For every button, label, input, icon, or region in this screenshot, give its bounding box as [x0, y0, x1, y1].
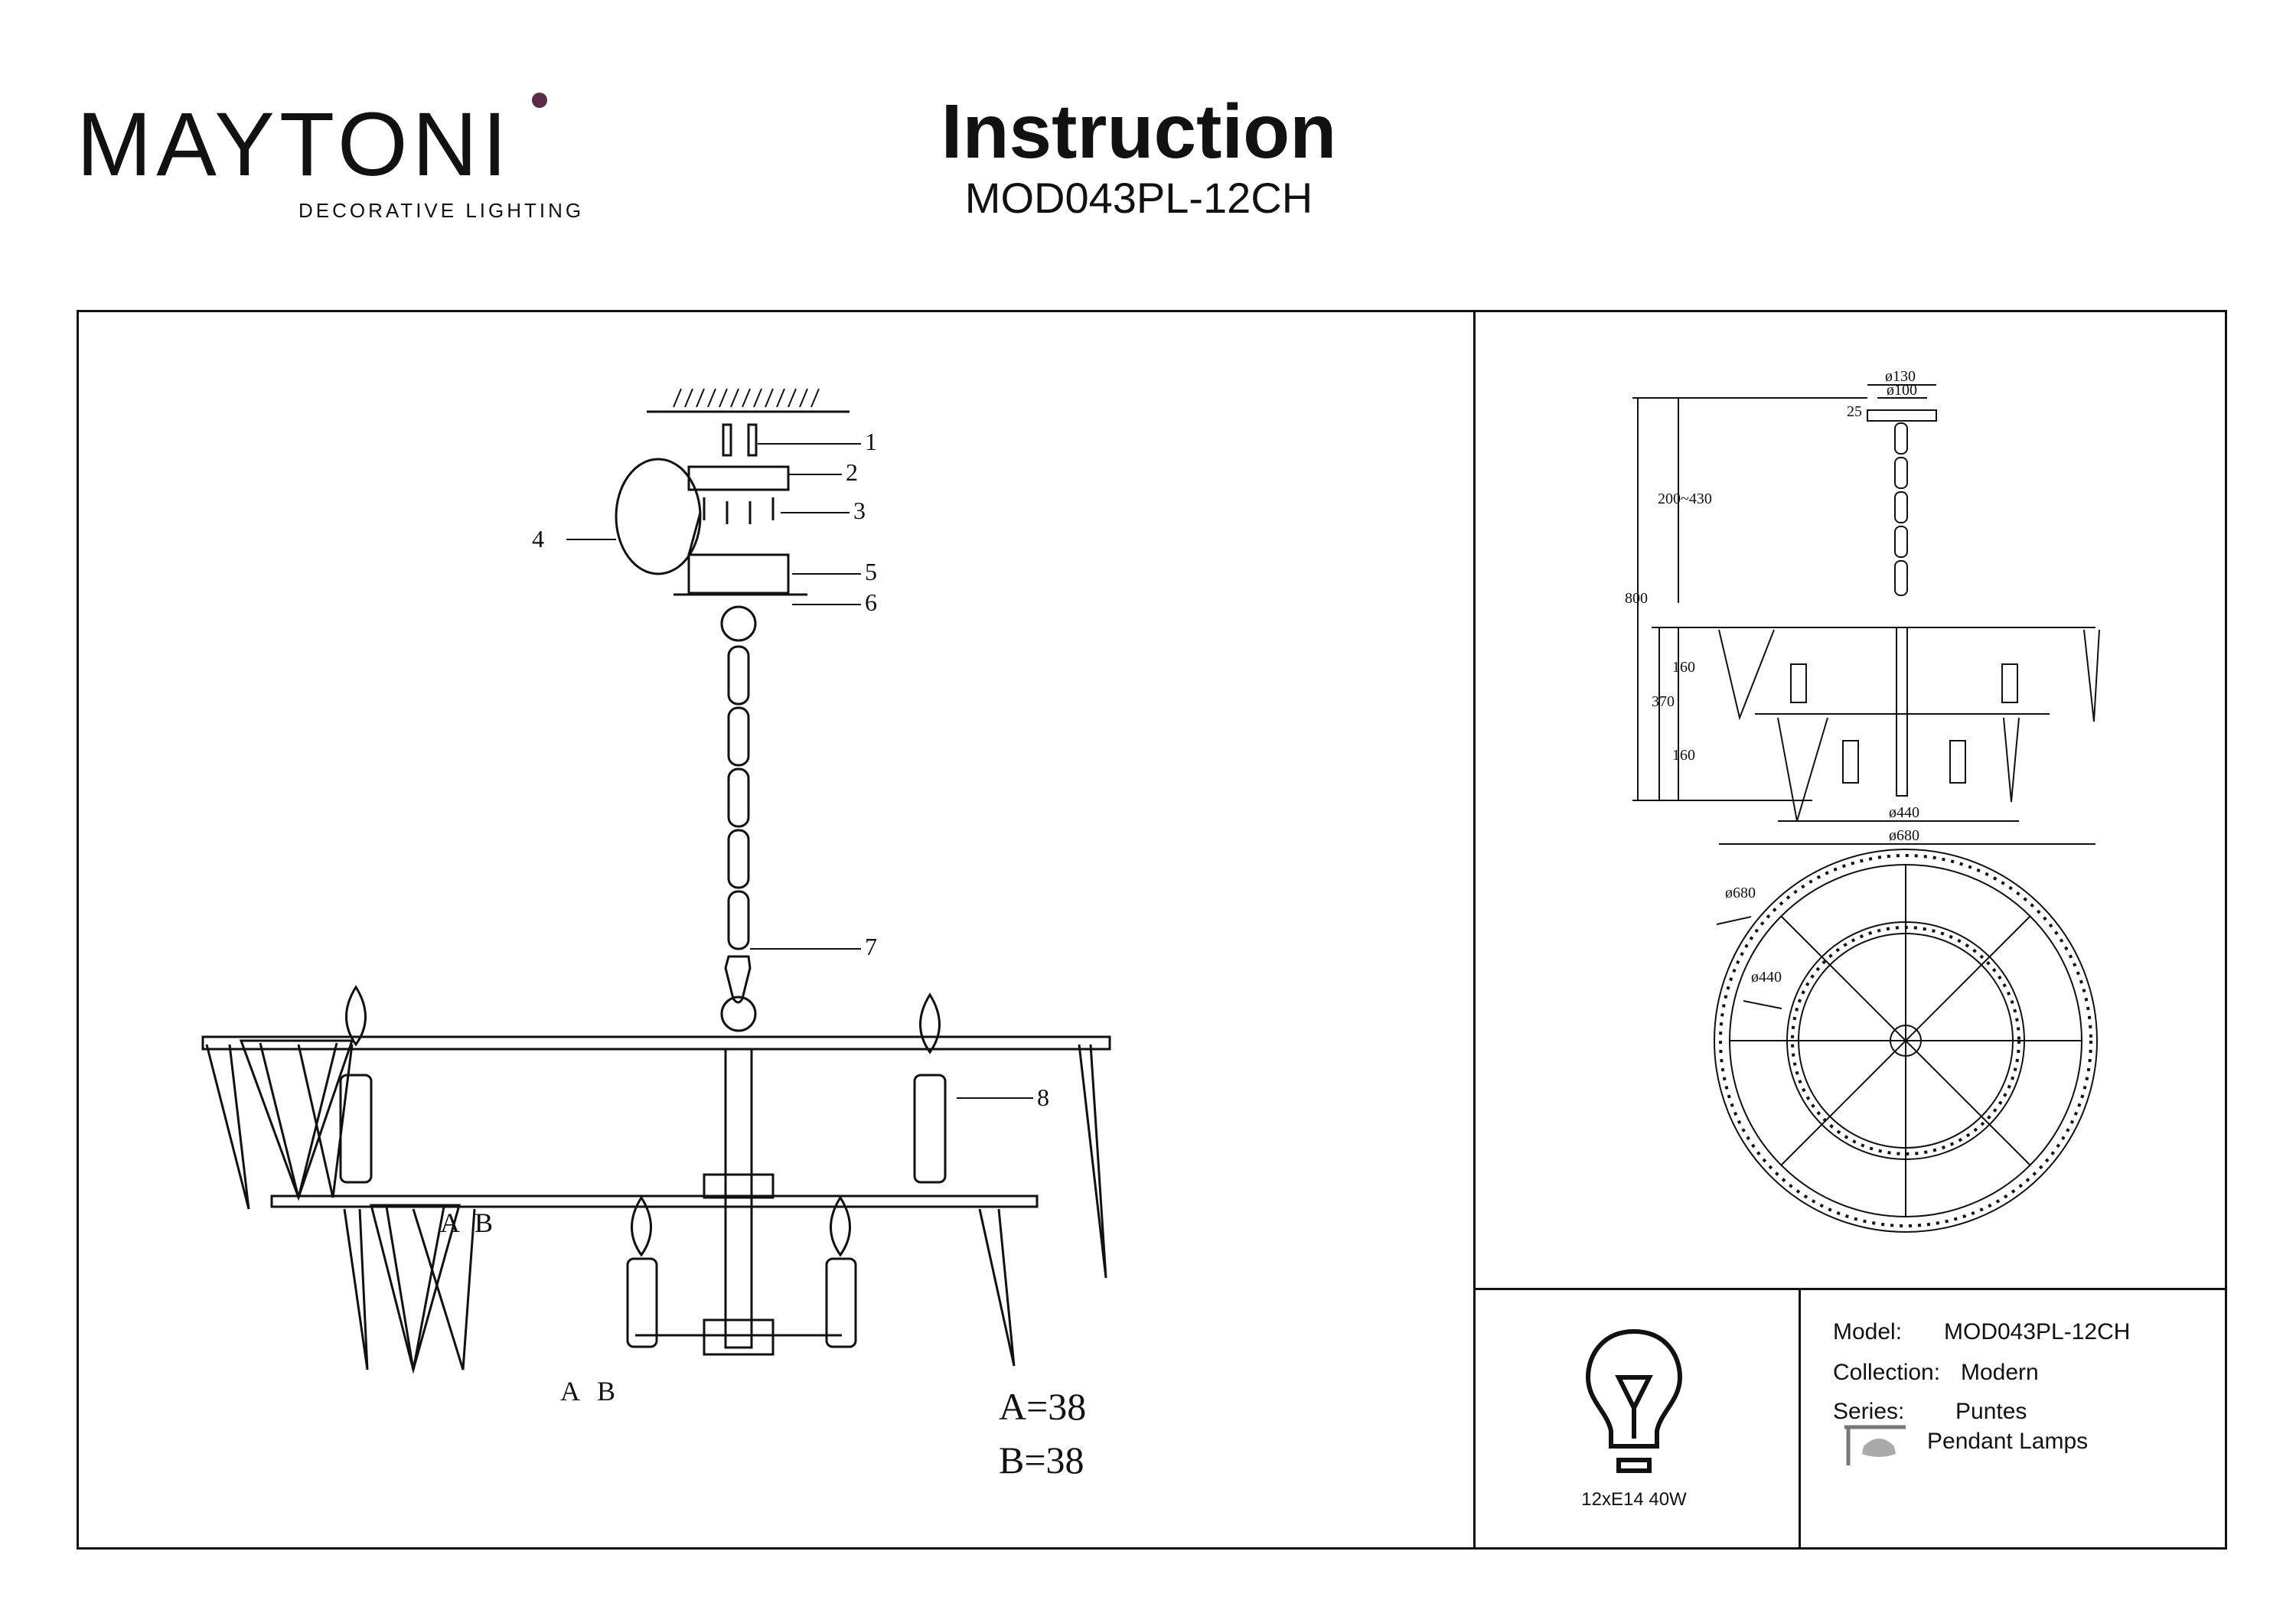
collection-label: Collection: [1833, 1360, 1941, 1385]
callout-1: 1 [865, 428, 877, 455]
callout-6: 6 [865, 588, 877, 616]
divider-vertical [1473, 310, 1476, 1550]
series-label: Series: [1833, 1399, 1905, 1424]
dim-total-height: 800 [1625, 590, 1648, 607]
pendant-lamp-shade [1862, 1439, 1896, 1457]
callout-4: 4 [532, 525, 544, 552]
dim-body-height: 370 [1652, 693, 1675, 710]
type-value: Pendant Lamps [1927, 1429, 2089, 1454]
top-view-outer-diameter: ø680 [1725, 885, 1756, 901]
pendant-lamp-icon [1844, 1425, 1906, 1465]
bulb-spec: 12xE14 40W [1581, 1489, 1687, 1510]
model-label: Model: [1833, 1319, 1903, 1344]
dim-lower-tier: 160 [1672, 747, 1695, 764]
collection-value: Modern [1961, 1360, 2039, 1385]
callout-7: 7 [865, 933, 877, 960]
divider-horizontal [1473, 1288, 2227, 1290]
dim-outer-diameter: ø680 [1889, 827, 1919, 844]
dimension-note-b: B=38 [999, 1439, 1084, 1481]
brand-tagline: DECORATIVE LIGHTING [298, 199, 585, 222]
dim-canopy-inner: ø100 [1887, 382, 1917, 399]
top-view-inner-diameter: ø440 [1751, 969, 1782, 986]
dim-inner-diameter: ø440 [1889, 804, 1919, 821]
brand-name: MAYTONI [77, 94, 512, 195]
callout-8: 8 [1037, 1084, 1049, 1111]
page-title: Instruction [941, 89, 1337, 174]
crystal-label-b-upper: B [475, 1207, 493, 1238]
logo-dot [532, 93, 547, 108]
dimension-note-a: A=38 [999, 1385, 1086, 1428]
crystal-label-a-lower: A [560, 1376, 580, 1406]
content-frame [77, 310, 2227, 1550]
dim-canopy-outer: ø130 [1885, 368, 1916, 385]
assembly-drawing: 1 2 3 4 5 6 7 8 A B A B A=38 B=38 [201, 388, 1111, 1481]
dim-canopy-height: 25 [1847, 403, 1862, 420]
divider-vertical-specs [1799, 1288, 1801, 1550]
callout-2: 2 [846, 458, 858, 486]
dim-chain-range: 200~430 [1658, 490, 1712, 507]
callout-5: 5 [865, 558, 877, 585]
crystal-label-b-lower: B [597, 1376, 615, 1406]
series-value: Puntes [1955, 1399, 2027, 1424]
crystal-label-a-upper: A [440, 1207, 460, 1238]
light-bulb-icon [1585, 1328, 1683, 1473]
dim-upper-tier: 160 [1672, 659, 1695, 676]
model-value: MOD043PL-12CH [1944, 1319, 2131, 1344]
model-code: MOD043PL-12CH [964, 174, 1313, 222]
dimension-drawing: ø130 ø100 25 200~430 800 160 370 160 ø44… [1625, 368, 2100, 1233]
callout-3: 3 [853, 497, 866, 524]
brand-logo: MAYTONI [77, 99, 512, 190]
